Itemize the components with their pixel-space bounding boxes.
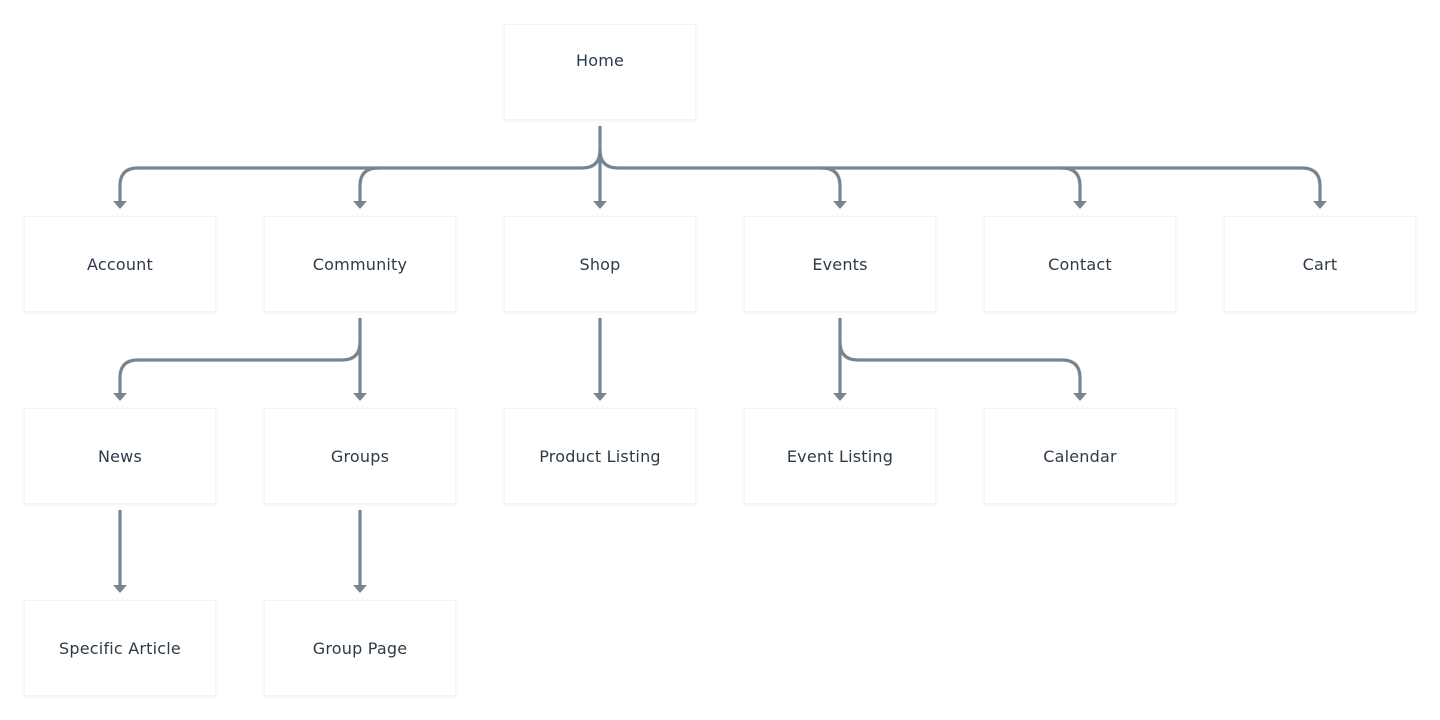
node-event-listing[interactable]: Event Listing xyxy=(744,408,936,504)
connector-events-calendar xyxy=(838,341,1082,394)
node-account[interactable]: Account xyxy=(24,216,216,312)
arrowhead-news xyxy=(113,393,127,401)
connector-home-events xyxy=(821,166,842,202)
connector-home-contact xyxy=(1061,166,1082,202)
node-community[interactable]: Community xyxy=(264,216,456,312)
node-groups[interactable]: Groups xyxy=(264,408,456,504)
node-group-page[interactable]: Group Page xyxy=(264,600,456,696)
node-calendar[interactable]: Calendar xyxy=(984,408,1176,504)
connector-home-right xyxy=(598,149,1322,202)
connector-home-community xyxy=(358,166,379,202)
node-home[interactable]: Home xyxy=(504,24,696,120)
node-cart[interactable]: Cart xyxy=(1224,216,1416,312)
arrowhead-groups xyxy=(353,393,367,401)
arrowhead-community xyxy=(353,201,367,209)
arrowhead-contact xyxy=(1073,201,1087,209)
node-contact[interactable]: Contact xyxy=(984,216,1176,312)
arrowhead-cart xyxy=(1313,201,1327,209)
node-specific-article[interactable]: Specific Article xyxy=(24,600,216,696)
arrowhead-events xyxy=(833,201,847,209)
node-news[interactable]: News xyxy=(24,408,216,504)
arrowhead-product-listing xyxy=(593,393,607,401)
arrowhead-event-listing xyxy=(833,393,847,401)
connector-community-news xyxy=(118,318,362,394)
node-events[interactable]: Events xyxy=(744,216,936,312)
arrowhead-shop xyxy=(593,201,607,209)
arrowhead-group-page xyxy=(353,585,367,593)
node-product-listing[interactable]: Product Listing xyxy=(504,408,696,504)
arrowhead-calendar xyxy=(1073,393,1087,401)
arrowhead-specific-article xyxy=(113,585,127,593)
arrowhead-account xyxy=(113,201,127,209)
node-shop[interactable]: Shop xyxy=(504,216,696,312)
